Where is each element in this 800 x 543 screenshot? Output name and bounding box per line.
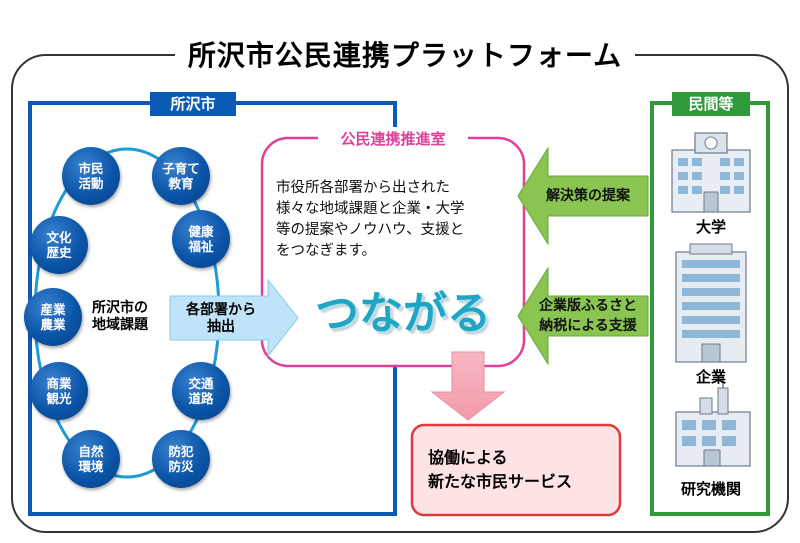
support-arrow <box>517 266 649 366</box>
topic-circle: 交通 道路 <box>172 362 230 420</box>
result-label: 協働による 新たな市民サービス <box>428 448 573 491</box>
topic-circle: 自然 環境 <box>62 430 120 488</box>
proposal-arrow <box>517 146 649 246</box>
result-box <box>410 423 622 517</box>
keyword-connect: つながる <box>315 288 491 339</box>
office-description: 市役所各部署から出された 様々な地域課題と企業・大学 等の提案やノウハウ、支援と… <box>276 180 465 259</box>
research-facility-icon <box>675 376 751 467</box>
office-label: 公民連携推進室 <box>340 130 446 148</box>
topic-label: 子育て 教育 <box>162 161 200 191</box>
topic-circle: 子育て 教育 <box>152 147 210 205</box>
private-label: 民間等 <box>688 95 734 113</box>
private-label-bg <box>672 92 750 116</box>
city-label: 所沢市 <box>170 95 216 113</box>
proposal-label: 解決策の提案 <box>546 188 630 204</box>
company-building-icon <box>675 243 747 363</box>
topic-circle: 市民 活動 <box>62 147 120 205</box>
topic-label: 市民 活動 <box>78 161 104 191</box>
topic-label: 防犯 防災 <box>168 444 194 474</box>
university-building-icon <box>671 132 751 213</box>
topic-circle: 商業 観光 <box>30 362 88 420</box>
city-issues-label: 所沢市の 地域課題 <box>92 300 148 333</box>
topic-circle: 産業 農業 <box>24 288 82 346</box>
topic-label: 自然 環境 <box>78 444 104 474</box>
extract-arrow-label: 各部署から 抽出 <box>186 302 256 335</box>
topic-label: 交通 道路 <box>188 376 214 406</box>
topic-circle: 健康 福祉 <box>172 210 230 268</box>
topic-label: 産業 農業 <box>40 302 66 332</box>
support-label: 企業版ふるさと 納税による支援 <box>539 298 637 334</box>
research-label: 研究機関 <box>680 480 741 498</box>
topic-label: 健康 福祉 <box>188 224 214 254</box>
extract-arrow <box>169 278 299 358</box>
down-arrow <box>430 351 506 421</box>
university-label: 大学 <box>695 218 726 236</box>
city-label-bg <box>150 92 236 116</box>
office-label-bg <box>318 127 468 151</box>
topic-label: 文化 歴史 <box>46 230 72 260</box>
topic-circle: 防犯 防災 <box>152 430 210 488</box>
page-title: 所沢市公民連携プラットフォーム <box>175 34 635 74</box>
topic-label: 商業 観光 <box>46 376 72 406</box>
company-label: 企業 <box>695 368 726 386</box>
topic-circle: 文化 歴史 <box>30 216 88 274</box>
